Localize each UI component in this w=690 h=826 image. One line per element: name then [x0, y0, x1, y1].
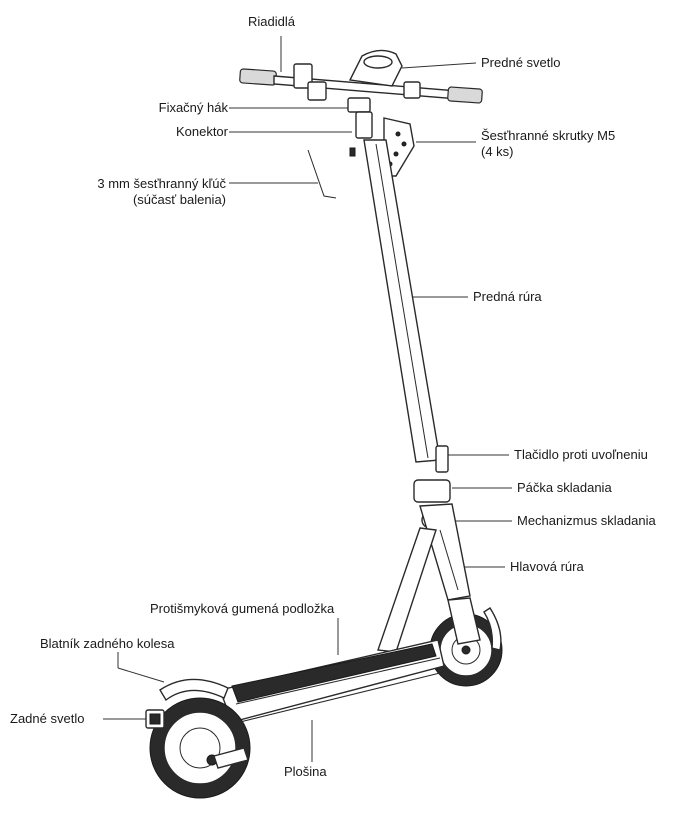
left-grip — [239, 68, 277, 86]
front-wheel — [429, 597, 503, 687]
label-plosina: Plošina — [284, 764, 327, 779]
front-hub — [461, 645, 471, 655]
folding-lever — [413, 479, 451, 503]
front-tube-highlight — [375, 143, 429, 459]
label-blatnik: Blatník zadného kolesa — [40, 636, 175, 651]
rear-hub-ring — [179, 727, 221, 769]
label-zadne-svetlo: Zadné svetlo — [10, 711, 85, 726]
hex-key — [307, 149, 337, 199]
label-kluc: 3 mm šesťhranný kľúč (súčasť balenia) — [40, 176, 226, 208]
fixation-hook — [347, 97, 371, 113]
label-kluc-line1: 3 mm šesťhranný kľúč — [97, 176, 226, 191]
screw-a — [349, 147, 356, 157]
deck-bottom-edge — [239, 671, 445, 723]
rear-axle-bracket — [213, 747, 249, 769]
release-button — [435, 445, 449, 473]
label-mechanizmus: Mechanizmus skladania — [517, 513, 656, 528]
rear-light-lens — [149, 713, 161, 725]
display-screen — [363, 55, 393, 69]
connector-block — [355, 111, 373, 139]
label-skrutky-line2: (4 ks) — [481, 144, 514, 159]
anti-slip-mat — [231, 643, 437, 703]
label-packa: Páčka skladania — [517, 480, 612, 495]
front-tube — [363, 139, 441, 463]
label-skrutky-line1: Šesťhranné skrutky M5 — [481, 128, 616, 143]
right-grip — [447, 86, 483, 104]
label-tlacidlo: Tlačidlo proti uvoľneniu — [514, 447, 648, 462]
right-control — [403, 81, 421, 99]
rear-fender — [159, 678, 229, 702]
frame-neck — [377, 527, 437, 653]
front-fork — [447, 597, 481, 645]
label-kluc-line2: (súčasť balenia) — [132, 192, 226, 207]
label-fixacny-hak: Fixačný hák — [158, 100, 228, 115]
label-podlozka: Protišmyková gumená podložka — [150, 601, 335, 616]
leader-lines — [103, 36, 512, 762]
label-konektor: Konektor — [175, 124, 228, 139]
head-tube-detail — [439, 529, 459, 591]
folding-mechanism — [413, 445, 471, 601]
bolt-2 — [401, 141, 407, 147]
rear-wheel — [145, 678, 251, 799]
label-predna-rura: Predná rúra — [473, 289, 542, 304]
left-brake-block — [307, 81, 327, 101]
label-skrutky: Šesťhranné skrutky M5 (4 ks) — [481, 128, 615, 160]
leader-blatnik — [117, 667, 165, 683]
deck — [219, 639, 445, 723]
bolt-1 — [395, 131, 401, 137]
rear-rim — [163, 711, 237, 785]
label-predne-svetlo: Predné svetlo — [481, 55, 561, 70]
handlebar-assembly — [239, 49, 483, 181]
bolt-3 — [393, 151, 399, 157]
head-tube — [419, 503, 471, 601]
front-fender — [483, 607, 502, 651]
label-hlavova-rura: Hlavová rúra — [510, 559, 584, 574]
label-riadidla: Riadidlá — [248, 14, 295, 29]
leader-predne-svetlo — [401, 62, 477, 69]
deck-edge — [235, 657, 441, 705]
left-control — [293, 63, 313, 89]
